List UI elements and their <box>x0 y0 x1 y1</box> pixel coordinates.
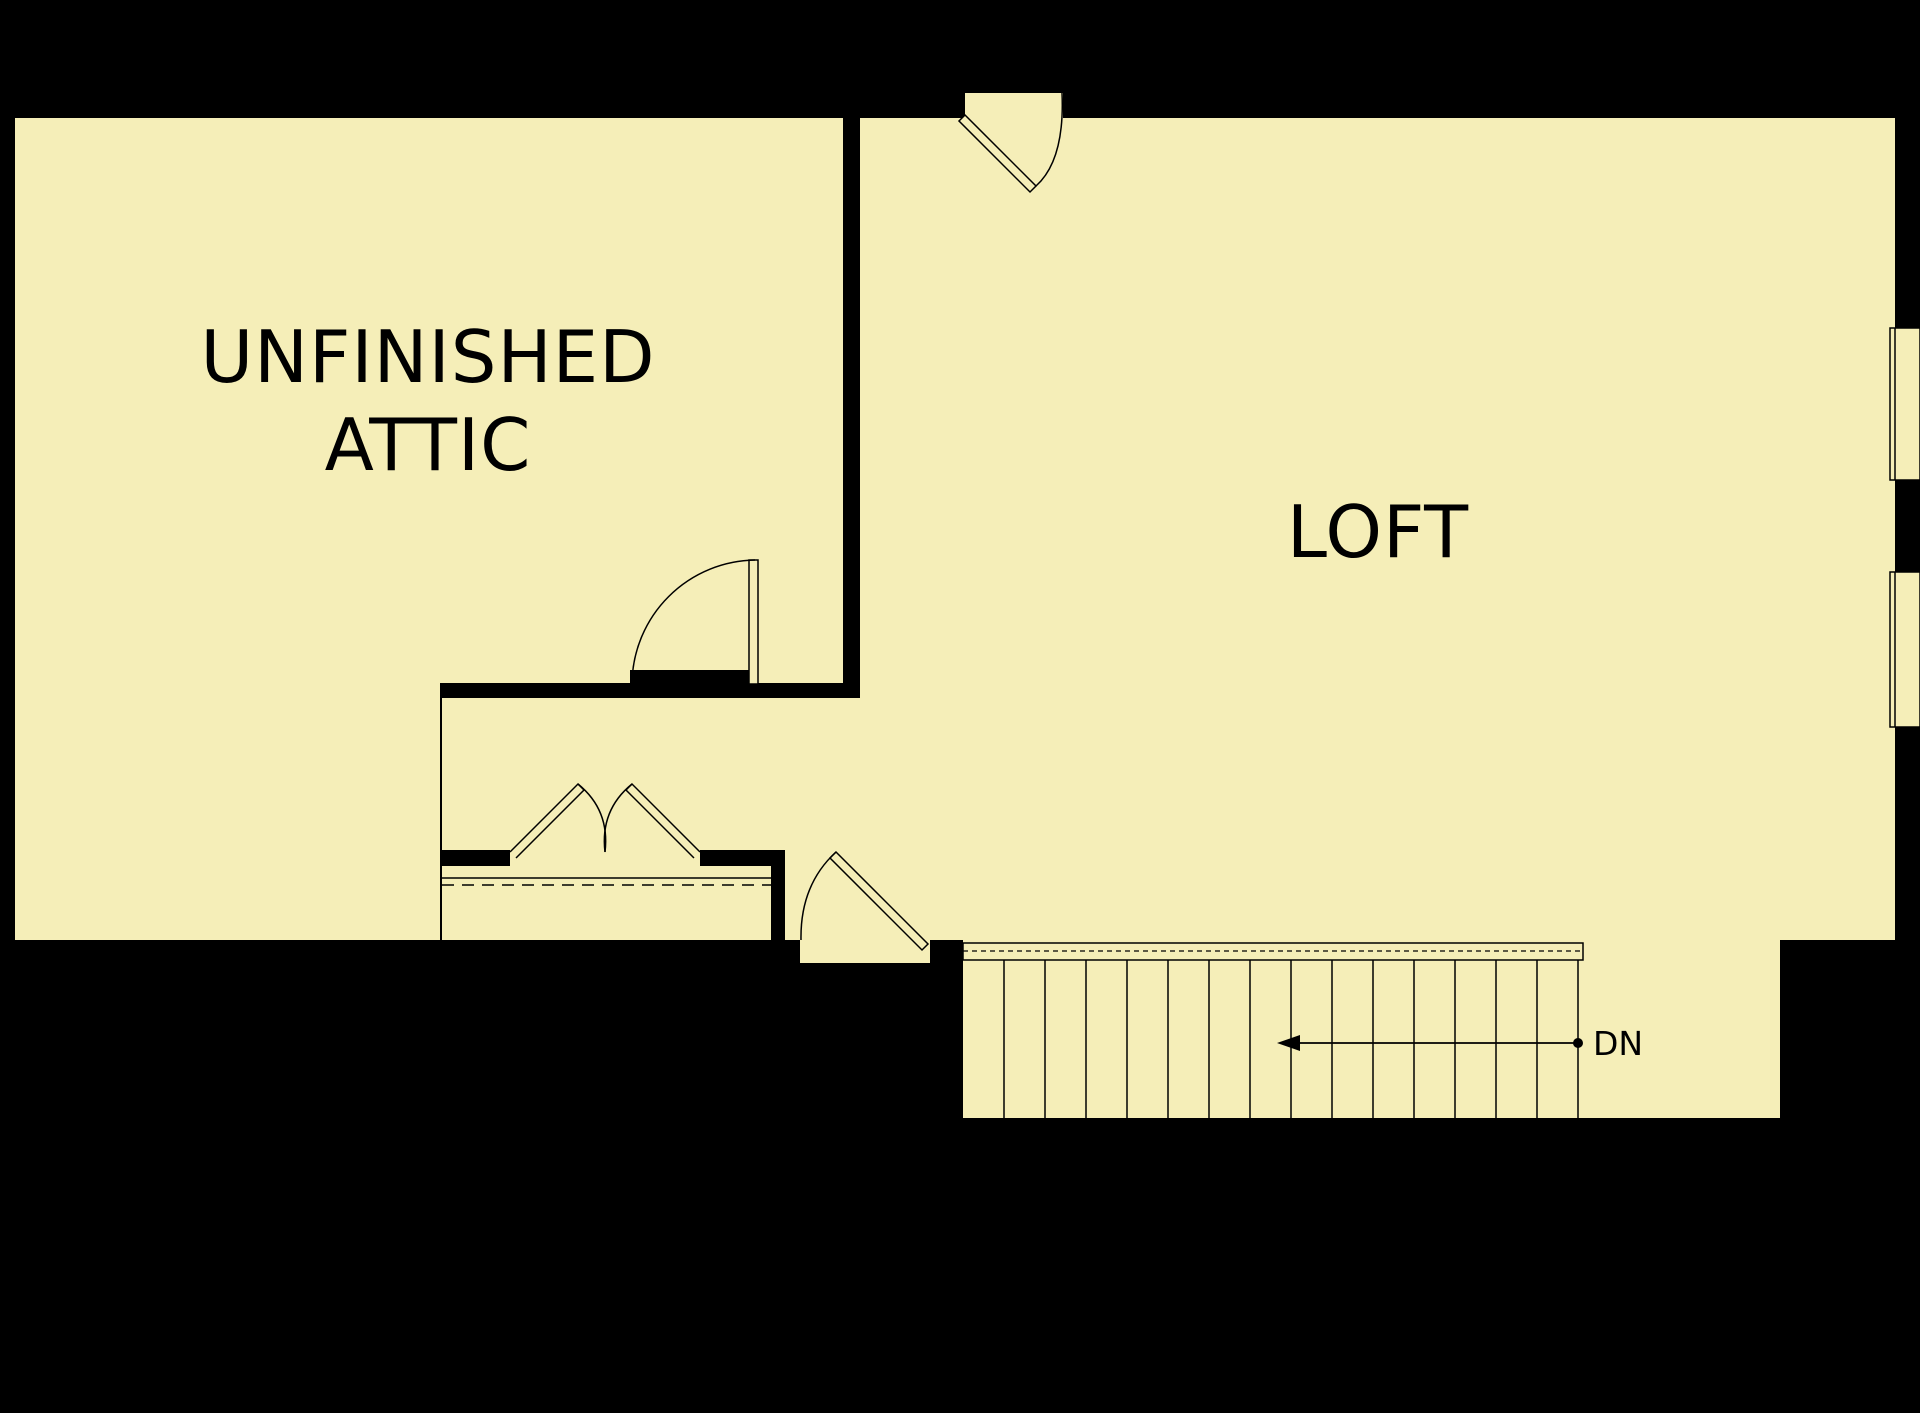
top-door-swing <box>1035 92 1064 187</box>
closet-wall-east <box>771 850 785 942</box>
top-door-gap <box>965 93 1063 119</box>
stair-arrow-origin <box>1573 1038 1583 1048</box>
closet-wall-right-stub <box>700 850 785 866</box>
stair-direction-label: DN <box>1593 1024 1643 1063</box>
closet-floor <box>442 866 772 940</box>
attic-door-swing <box>631 559 756 684</box>
loft-floor <box>442 118 1895 1118</box>
stair-arrow-head <box>1277 1035 1300 1051</box>
loft-label: LOFT <box>1287 490 1469 574</box>
bifold-swing-right <box>603 783 633 853</box>
attic-floor <box>15 118 843 940</box>
stair-treads <box>1003 960 1579 1118</box>
attic-door-leaf <box>748 559 759 685</box>
bifold-swing-left <box>577 783 607 853</box>
attic-label-line1: UNFINISHED <box>200 315 655 399</box>
lower-door-swing <box>800 851 837 941</box>
closet-wall-left-stub <box>442 850 510 866</box>
attic-label-line2: ATTIC <box>325 403 532 487</box>
top-door-leaf <box>957 113 1038 194</box>
